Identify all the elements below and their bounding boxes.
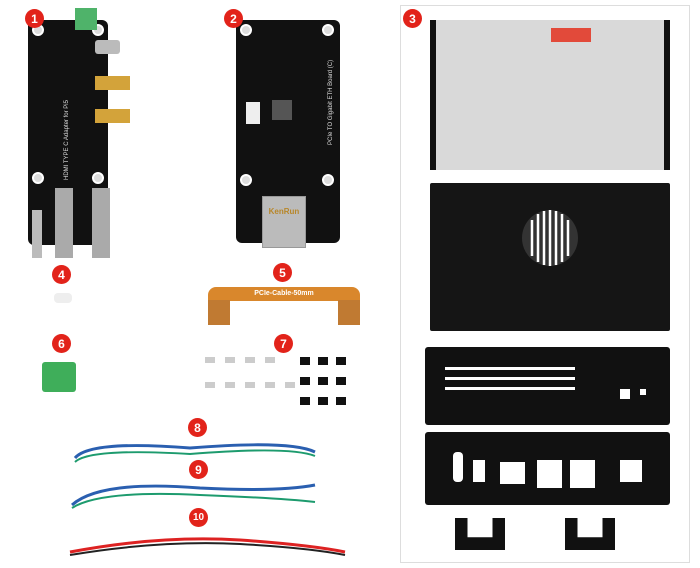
badge-3: 3 <box>403 9 422 28</box>
screw-set <box>205 357 346 405</box>
board1-label: HDMI TYPE C Adapter for Pi5 <box>64 100 70 180</box>
protective-film-tab <box>551 28 591 42</box>
screw-terminal <box>42 362 76 392</box>
hdmi-port <box>55 188 73 258</box>
front-panel-vents <box>425 347 670 425</box>
case-parts-panel <box>400 5 690 563</box>
badge-8: 8 <box>188 418 207 437</box>
pcie-fpc-cable: PCIe-Cable-50mm <box>208 287 360 301</box>
case-bottom-shell <box>430 183 670 331</box>
cable-8 <box>73 443 316 460</box>
jack-brand: KenRun <box>268 207 300 216</box>
cable-label: PCIe-Cable-50mm <box>254 290 314 297</box>
mount-hole <box>240 174 252 186</box>
case-top-cover <box>430 20 670 170</box>
inductor <box>272 100 292 120</box>
terminal-block <box>75 8 97 30</box>
mount-hole <box>32 172 44 184</box>
hdmi-port <box>92 188 110 258</box>
thermal-pad <box>54 293 72 303</box>
rj45-jack: KenRun <box>262 196 306 248</box>
badge-2: 2 <box>224 9 243 28</box>
mount-hole <box>322 24 334 36</box>
mount-hole <box>240 24 252 36</box>
badge-7: 7 <box>274 334 293 353</box>
mount-hole <box>322 174 334 186</box>
badge-10: 10 <box>189 508 208 527</box>
hdmi-connector <box>95 109 130 123</box>
rear-panel-ports <box>425 432 670 505</box>
badge-5: 5 <box>273 263 292 282</box>
cable-9 <box>71 483 316 507</box>
fpc-end <box>208 300 230 325</box>
fpc-end <box>338 300 360 325</box>
badge-6: 6 <box>52 334 71 353</box>
badge-4: 4 <box>52 265 71 284</box>
fan-grille <box>522 210 578 266</box>
board2-label: PCIe TO Gigabit ETH Board (C) <box>328 59 334 145</box>
cables <box>69 443 346 556</box>
badge-1: 1 <box>25 9 44 28</box>
hdmi-connector <box>95 76 130 90</box>
usb-port <box>32 210 42 258</box>
badge-9: 9 <box>189 460 208 479</box>
mount-hole <box>92 172 104 184</box>
cable-10 <box>69 537 346 554</box>
usb-c-port <box>95 40 120 54</box>
jst-connector <box>246 102 260 124</box>
